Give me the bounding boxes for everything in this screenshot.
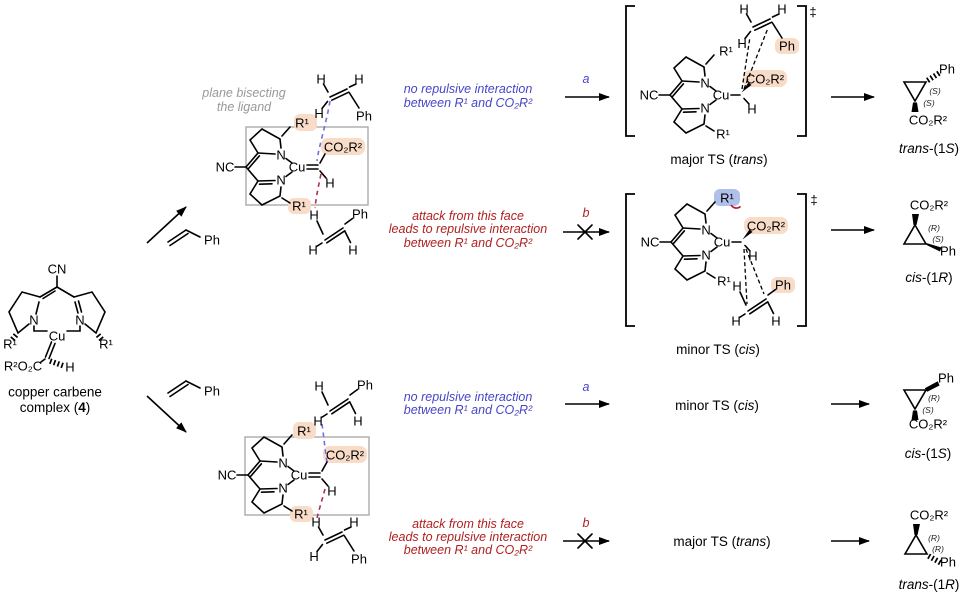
copper-carbene-complex: CN N N Cu R¹ R¹ R²O₂C H copper carbene c… — [3, 262, 113, 415]
stereo-label: (S) — [922, 405, 934, 415]
h-label: H — [65, 360, 74, 375]
major-ts-structure: ‡ major TS (trans) — [625, 0, 817, 167]
r1-label: R¹ — [99, 337, 113, 352]
stereo-label: (R) — [928, 533, 940, 543]
crossed-out — [577, 224, 593, 240]
dagger: ‡ — [810, 193, 817, 208]
path-a-label: a — [583, 72, 590, 86]
stereo-label: (S) — [932, 234, 944, 244]
ph-label: Ph — [204, 233, 220, 248]
stereo-label: (R) — [928, 393, 940, 403]
product-arrows — [831, 93, 875, 545]
ph-label: Ph — [940, 244, 956, 259]
product-cis-1S: Ph (R) (S) CO₂R² cis-(1S) — [902, 371, 954, 461]
plane-model-top: plane bisecting the ligand — [201, 70, 373, 259]
minor-ts-text: minor TS (cis) — [675, 398, 759, 413]
minor-ts-caption: minor TS (cis) — [676, 342, 760, 357]
plane-line-red — [314, 173, 322, 209]
blue-note: no repulsive interaction — [404, 390, 533, 404]
co2r2-label: CO₂R² — [910, 198, 949, 213]
stereo-label: (S) — [923, 98, 935, 108]
r1-label: R¹ — [3, 337, 17, 352]
cn-label: CN — [48, 262, 67, 277]
stereo-label: (R) — [928, 223, 940, 233]
ph-label: Ph — [939, 62, 955, 77]
ph-label: Ph — [204, 384, 220, 399]
complex-caption: copper carbene — [8, 385, 102, 400]
stereo-label: (S) — [929, 86, 941, 96]
co2r2-label: CO₂R² — [910, 508, 949, 523]
product-cis-1R: CO₂R² (R) (S) Ph cis-(1R) — [902, 198, 956, 285]
product-label: cis-(1R) — [905, 270, 952, 285]
product-trans-1R: CO₂R² (R) (R) Ph trans-(1R) — [899, 508, 960, 592]
blue-note: no repulsive interaction — [404, 82, 533, 96]
n-label: N — [75, 313, 84, 328]
product-trans-1S: Ph (S) (S) CO₂R² trans-(1S) — [899, 62, 959, 156]
red-note: attack from this face — [412, 517, 524, 531]
major-ts-text: major TS (trans) — [673, 534, 770, 549]
path-b-label: b — [583, 206, 590, 220]
dagger: ‡ — [809, 5, 816, 20]
branch-arrows: Ph Ph — [146, 206, 220, 433]
product-label: trans-(1S) — [899, 141, 959, 156]
blue-note: between R¹ and CO₂R² — [404, 96, 533, 110]
styrene-bottom: Ph — [167, 380, 220, 399]
ph-label: Ph — [940, 555, 956, 570]
r2o2c-label: R²O₂C — [4, 359, 42, 374]
minor-ts-structure: ‡ minor TS (cis) — [625, 189, 818, 357]
plane-note: the ligand — [217, 100, 272, 114]
product-label: cis-(1S) — [905, 446, 952, 461]
stereo-label: (R) — [932, 544, 944, 554]
red-note: between R¹ and CO₂R² — [404, 543, 533, 557]
product-label: trans-(1R) — [899, 577, 960, 592]
plane-model-bottom — [216, 376, 374, 568]
plane-note: plane bisecting — [201, 86, 285, 100]
n-label: N — [29, 313, 38, 328]
styrene-top: Ph — [167, 229, 220, 248]
red-note: attack from this face — [412, 209, 524, 223]
complex-caption-2: complex (4) — [20, 400, 91, 415]
red-note: leads to repulsive interaction — [389, 530, 547, 544]
red-note: leads to repulsive interaction — [389, 222, 547, 236]
red-note: between R¹ and CO₂R² — [404, 236, 533, 250]
path-a-label: a — [583, 380, 590, 394]
co2r2-label: CO₂R² — [909, 417, 948, 432]
annotation-row2: no repulsive interaction between R¹ and … — [389, 380, 771, 557]
cu-label: Cu — [49, 329, 66, 344]
repulsion-arc — [730, 204, 742, 209]
ph-label: Ph — [938, 371, 954, 386]
crossed-out — [577, 533, 593, 549]
blue-note: between R¹ and CO₂R² — [404, 403, 533, 417]
annotation-row1: no repulsive interaction between R¹ and … — [389, 72, 610, 250]
major-ts-caption: major TS (trans) — [670, 152, 767, 167]
co2r2-label: CO₂R² — [909, 113, 948, 128]
path-b-label: b — [583, 516, 590, 530]
